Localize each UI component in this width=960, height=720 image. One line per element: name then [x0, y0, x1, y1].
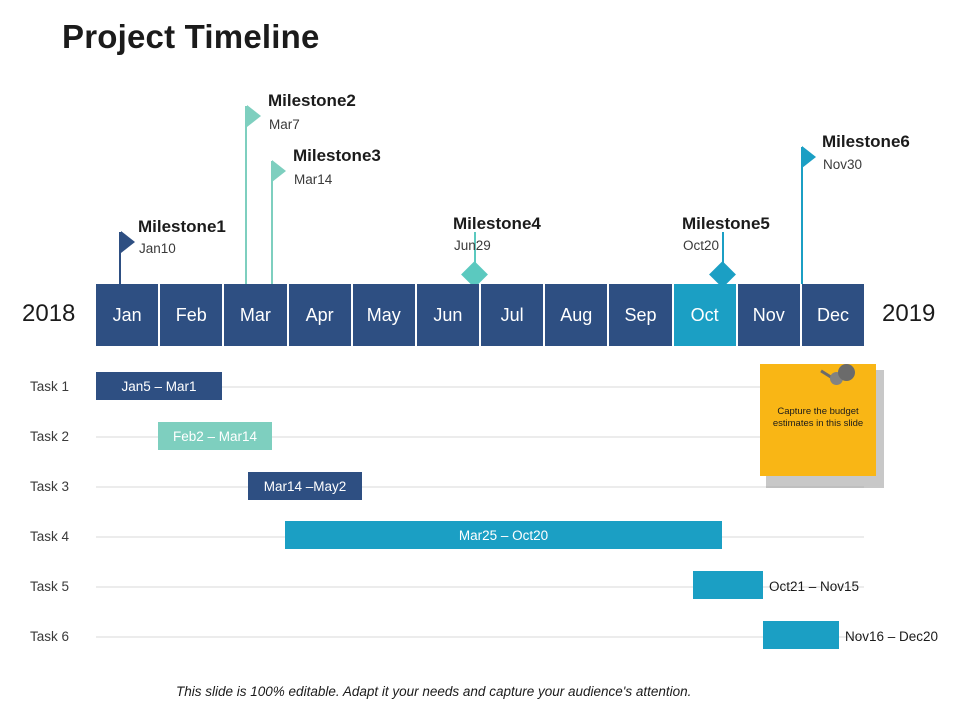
task-label-4: Task 4 — [30, 529, 70, 544]
milestone-3-title: Milestone3 — [293, 146, 381, 165]
year-label-right: 2019 — [882, 300, 936, 327]
task-bar-4[interactable]: Mar25 – Oct20 — [285, 521, 722, 549]
footer-note: This slide is 100% editable. Adapt it yo… — [176, 684, 692, 699]
milestone-2-flag-icon — [247, 105, 261, 127]
milestone-1-line — [119, 232, 121, 284]
sticky-note-text: Capture the budget estimates in this sli… — [772, 406, 864, 429]
milestone-6-date: Nov30 — [823, 157, 863, 172]
year-label-left: 2018 — [22, 300, 76, 327]
milestone-6-line — [801, 147, 803, 284]
milestone-3-date: Mar14 — [294, 172, 333, 187]
month-cell-feb[interactable]: Feb — [160, 284, 225, 346]
milestone-2-line — [245, 106, 247, 284]
milestone-5-date: Oct20 — [683, 238, 720, 253]
task-bar-2[interactable]: Feb2 – Mar14 — [158, 422, 272, 450]
milestone-5-line — [722, 232, 724, 284]
milestone-1-date: Jan10 — [139, 241, 176, 256]
task-track-2 — [96, 436, 864, 438]
task-bar-6-label: Nov16 – Dec20 — [845, 629, 939, 644]
milestone-5-title: Milestone5 — [682, 214, 770, 233]
month-cell-mar[interactable]: Mar — [224, 284, 289, 346]
task-track-5 — [96, 586, 864, 588]
task-label-1: Task 1 — [30, 379, 70, 394]
month-axis: Jan Feb Mar Apr May Jun Jul Aug Sep Oct … — [96, 284, 864, 346]
milestone-4-line — [474, 232, 476, 284]
task-bar-6[interactable] — [763, 621, 839, 649]
task-label-5: Task 5 — [30, 579, 70, 594]
month-cell-apr[interactable]: Apr — [289, 284, 353, 346]
task-track-3 — [96, 486, 864, 488]
month-cell-oct[interactable]: Oct — [673, 284, 738, 346]
milestone-6-flag-icon — [802, 146, 816, 168]
month-cell-nov[interactable]: Nov — [738, 284, 802, 346]
milestone-3-flag-icon — [272, 160, 286, 182]
task-label-3: Task 3 — [30, 479, 70, 494]
month-cell-jan[interactable]: Jan — [96, 284, 161, 346]
month-cell-dec[interactable]: Dec — [816, 304, 849, 325]
task-bar-3[interactable]: Mar14 –May2 — [248, 472, 362, 500]
month-cell-jun[interactable]: Jun — [417, 284, 482, 346]
page-title: Project Timeline — [62, 18, 320, 55]
task-label-2: Task 2 — [30, 429, 70, 444]
pushpin-icon — [838, 364, 855, 381]
task-bar-1[interactable]: Jan5 – Mar1 — [96, 372, 222, 400]
month-cell-jul[interactable]: Jul — [481, 284, 546, 346]
milestone-2-date: Mar7 — [269, 117, 300, 132]
month-cell-may[interactable]: May — [353, 284, 417, 346]
milestone-4-date: Jun29 — [454, 238, 491, 253]
milestone-3-line — [271, 161, 273, 284]
month-cell-sep[interactable]: Sep — [609, 284, 674, 346]
milestone-2-title: Milestone2 — [268, 91, 356, 110]
task-track-1 — [96, 386, 864, 388]
task-track-6 — [96, 636, 864, 638]
milestone-1-flag-icon — [121, 231, 135, 253]
task-bar-5[interactable] — [693, 571, 763, 599]
month-cell-aug[interactable]: Aug — [545, 284, 610, 346]
task-bar-5-label: Oct21 – Nov15 — [769, 579, 860, 594]
sticky-note-body — [760, 364, 876, 476]
milestone-1-title: Milestone1 — [138, 217, 226, 236]
sticky-note[interactable]: Capture the budget estimates in this sli… — [760, 364, 884, 488]
milestone-4-title: Milestone4 — [453, 214, 541, 233]
milestone-6-title: Milestone6 — [822, 132, 910, 151]
task-label-6: Task 6 — [30, 629, 70, 644]
